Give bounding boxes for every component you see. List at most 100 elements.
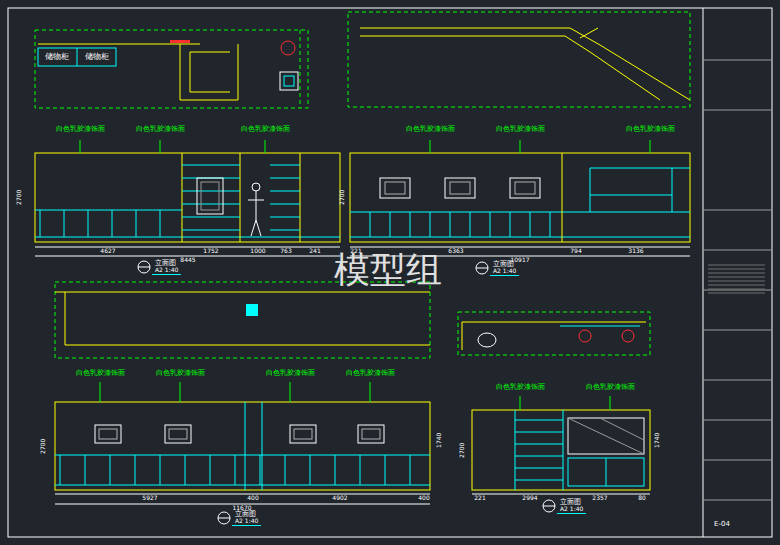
cad-line	[410, 212, 411, 237]
cad-line	[708, 273, 765, 274]
cad-line	[248, 200, 264, 201]
cad-line	[672, 168, 673, 212]
dimension-text: 80	[638, 495, 646, 502]
cad-line	[310, 455, 311, 485]
cad-line	[606, 458, 607, 486]
cad-line	[270, 204, 300, 205]
cad-line	[568, 418, 644, 454]
cad-outline	[510, 178, 540, 198]
dimension-text: 221	[350, 248, 361, 255]
cad-line	[160, 455, 161, 485]
cad-line	[256, 191, 257, 220]
dimension-text: 8445	[180, 257, 195, 264]
cad-line	[530, 212, 531, 237]
cad-outline	[169, 429, 187, 439]
note-text: 白色乳胶漆饰面	[496, 384, 545, 392]
cad-line	[85, 455, 86, 485]
cad-line	[270, 178, 300, 179]
cad-line	[350, 237, 690, 238]
cad-outline	[95, 425, 121, 443]
cad-line	[190, 52, 191, 92]
cad-line	[135, 455, 136, 485]
cad-line	[55, 485, 430, 486]
cad-line	[55, 494, 430, 495]
dimension-text: 400	[418, 495, 429, 502]
cad-line	[510, 212, 511, 237]
cad-line	[515, 456, 563, 457]
cad-line	[35, 247, 340, 248]
view-name: 立面图	[560, 498, 583, 506]
cad-line	[64, 210, 65, 237]
cad-line	[563, 410, 564, 490]
cad-line	[180, 382, 181, 402]
cad-line	[708, 281, 765, 282]
cad-line	[238, 44, 239, 100]
view-title: 立面图A2 1:40	[232, 510, 261, 527]
cad-line	[265, 140, 266, 153]
cad-line	[182, 165, 240, 166]
cad-line	[590, 195, 672, 196]
note-text: 白色乳胶漆饰面	[56, 126, 105, 134]
cad-outline	[165, 425, 191, 443]
cad-line	[256, 220, 261, 236]
tag-circle	[476, 262, 488, 274]
dimension-text: 2700	[17, 189, 24, 204]
dimension-text: 241	[309, 248, 320, 255]
cad-line	[703, 250, 772, 251]
cad-outline	[568, 458, 644, 486]
cad-outline	[35, 30, 308, 108]
dimension-text: 794	[570, 248, 581, 255]
dimension-text: 2994	[522, 495, 537, 502]
cad-line	[590, 52, 660, 100]
cad-line	[708, 277, 765, 278]
cad-line	[270, 165, 300, 166]
note-text: 白色乳胶漆饰面	[346, 370, 395, 378]
dimension-text: 3136	[628, 248, 643, 255]
cad-outline	[294, 429, 312, 439]
view-title: 立面图A2 1:40	[152, 259, 181, 276]
cad-line	[270, 230, 300, 231]
cad-line	[703, 210, 772, 211]
cad-line	[88, 210, 89, 237]
cad-line	[560, 326, 640, 327]
note-text: 白色乳胶漆饰面	[136, 126, 185, 134]
cad-line	[703, 500, 772, 501]
cad-outline	[348, 12, 690, 107]
cad-line	[112, 210, 113, 237]
view-name: 立面图	[493, 260, 516, 268]
cad-line	[600, 45, 690, 100]
cad-line	[462, 322, 463, 350]
dimension-text: 2700	[460, 442, 467, 457]
cad-line	[110, 455, 111, 485]
note-text: 储物柜	[85, 53, 109, 62]
cad-line	[515, 420, 563, 421]
cad-line	[300, 153, 301, 242]
note-text: 储物柜	[45, 53, 69, 62]
view-scale: A2 1:40	[235, 518, 258, 525]
cad-line	[462, 322, 646, 323]
cad-line	[55, 455, 430, 456]
cad-outline	[55, 282, 430, 358]
cad-line	[65, 292, 66, 345]
note-text: 白色乳胶漆饰面	[406, 126, 455, 134]
cad-line	[300, 30, 301, 108]
cad-line	[520, 396, 521, 410]
cad-outline	[290, 425, 316, 443]
dimension-text: 1740	[437, 432, 444, 447]
cad-line	[543, 506, 555, 507]
cad-outline	[99, 429, 117, 439]
view-name: 立面图	[155, 259, 178, 267]
cad-line	[703, 380, 772, 381]
cad-line	[703, 8, 704, 537]
cad-line	[182, 217, 240, 218]
cad-outline	[458, 312, 650, 355]
view-scale: A2 1:40	[155, 267, 178, 274]
note-text: 白色乳胶漆饰面	[76, 370, 125, 378]
cad-line	[160, 210, 161, 237]
cad-line	[550, 212, 551, 237]
cad-line	[245, 402, 246, 490]
cad-line	[515, 410, 516, 490]
cad-line	[515, 480, 563, 481]
cad-outline	[201, 182, 219, 210]
cad-line	[180, 100, 238, 101]
